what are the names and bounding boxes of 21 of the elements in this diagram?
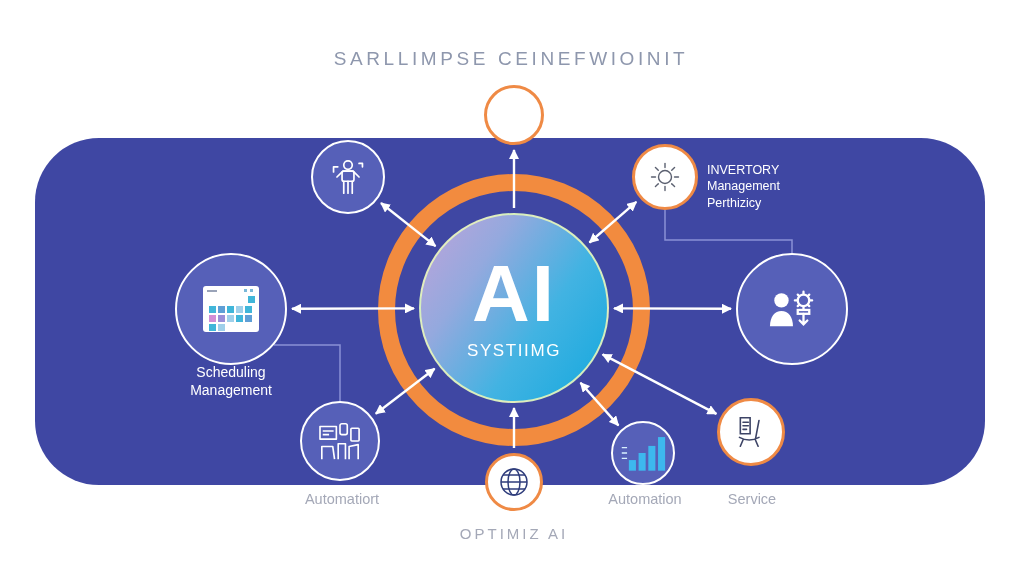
- node-label: OPTIMIZ AI: [459, 525, 569, 542]
- double-arrow: [375, 367, 436, 415]
- node-label: Service: [727, 491, 777, 507]
- double-arrow: [601, 353, 718, 415]
- arrow: [509, 407, 519, 448]
- hub-heading: AI: [472, 257, 556, 330]
- circle-node: [484, 85, 544, 145]
- diagram-title: SARLLIMPSE CEINEFWIOINIT: [333, 48, 689, 70]
- node-label: Scheduling Management: [190, 364, 272, 399]
- double-arrow: [291, 303, 415, 314]
- node-label: Automatiort: [304, 491, 380, 507]
- double-arrow: [588, 201, 638, 244]
- connector-line: [273, 344, 341, 402]
- double-arrow: [613, 303, 732, 314]
- hub-subtitle: SYSTIIMG: [466, 341, 561, 359]
- arrow: [509, 149, 519, 208]
- node-label: Automation: [608, 491, 682, 507]
- double-arrow: [380, 202, 437, 248]
- double-arrow: [579, 381, 620, 427]
- node-label: INVERTORY Management Perthizicy: [707, 162, 780, 211]
- connector-line: [664, 209, 793, 254]
